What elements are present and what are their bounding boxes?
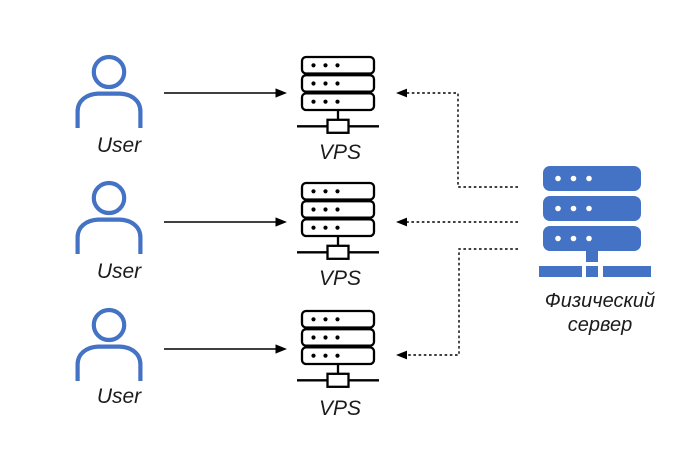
user-label: User xyxy=(97,260,142,283)
row-3: User VPS xyxy=(78,248,518,420)
server-to-vps2-arrowhead xyxy=(396,217,407,227)
user-to-vps-arrowhead xyxy=(275,88,287,98)
server-to-vps3-dashed-line xyxy=(407,248,518,356)
server-to-vps1-dashed-line xyxy=(407,92,518,188)
physical-server-group: Физический сервер xyxy=(539,166,655,336)
vps-label: VPS xyxy=(319,267,361,290)
physical-server-label-line1: Физический xyxy=(545,290,655,312)
vps-server-icon xyxy=(295,55,381,134)
user-icon xyxy=(78,183,141,254)
user-label: User xyxy=(97,134,142,157)
user-icon xyxy=(78,57,141,128)
vps-label: VPS xyxy=(319,141,361,164)
physical-server-icon xyxy=(539,166,651,277)
row-1: User VPS xyxy=(78,55,518,188)
vps-server-icon xyxy=(295,181,381,260)
vps-server-icon xyxy=(295,309,381,388)
row-2: User VPS xyxy=(78,183,518,290)
physical-server-label-line2: сервер xyxy=(568,314,633,336)
server-to-vps3-arrowhead xyxy=(396,350,407,360)
server-to-vps1-arrowhead xyxy=(396,88,407,98)
user-to-vps-arrowhead xyxy=(275,344,287,354)
user-to-vps-arrowhead xyxy=(275,217,287,227)
user-icon xyxy=(78,310,141,381)
user-label: User xyxy=(97,385,142,408)
vps-label: VPS xyxy=(319,397,361,420)
